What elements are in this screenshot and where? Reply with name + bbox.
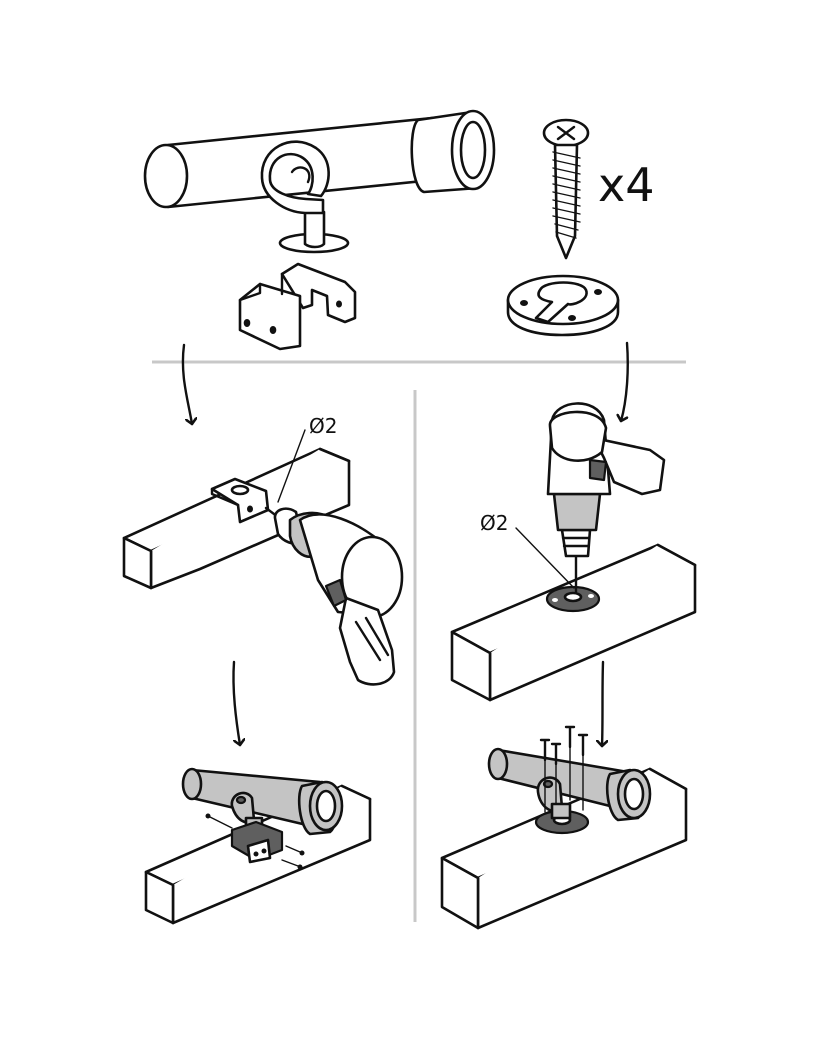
arrow-icon bbox=[233, 662, 240, 745]
arrow-icon bbox=[183, 345, 192, 424]
screw-quantity-label: x4 bbox=[598, 158, 655, 212]
drill-size-label: Ø2 bbox=[309, 414, 337, 438]
arrow-icon bbox=[621, 343, 628, 421]
left-step-assembled bbox=[146, 769, 370, 923]
drill-size-label: Ø2 bbox=[480, 511, 508, 535]
round-base-plate-icon bbox=[508, 276, 618, 335]
arrow-icon bbox=[602, 662, 603, 746]
power-drill-icon bbox=[266, 508, 402, 684]
round-base-plate-icon bbox=[547, 587, 599, 611]
right-step-assembled bbox=[442, 727, 686, 928]
u-bracket-icon bbox=[240, 264, 355, 349]
left-step-drilling: Ø2 bbox=[124, 414, 402, 684]
screw-icon bbox=[544, 120, 588, 258]
right-step-drilling: Ø2 bbox=[452, 403, 695, 700]
timber-beam-icon bbox=[452, 545, 695, 700]
parts-overview: x4 bbox=[145, 111, 655, 349]
